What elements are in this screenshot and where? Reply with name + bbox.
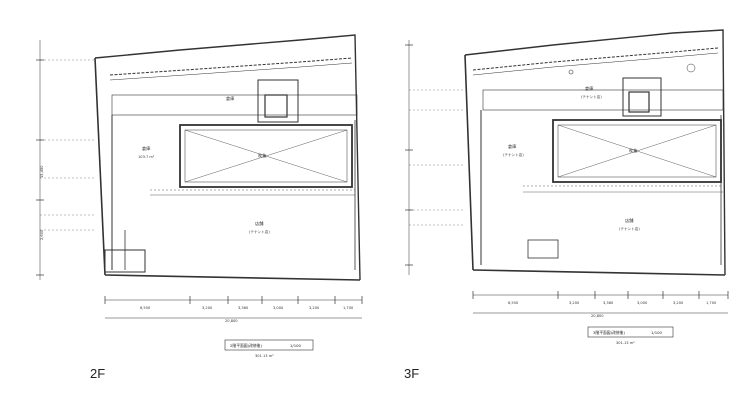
dimension-bottom: 6,550 [508,301,519,305]
plan-scale: 1/100 [651,330,663,335]
dimension-bottom: 3,200 [673,301,684,305]
plan-area: 301.13 m² [255,354,274,358]
floor-label-2f: 2F [90,366,106,381]
dimension-left: 2,600 [40,229,44,240]
room-label: 倉庫 [142,145,150,152]
dimension-bottom: 3,200 [309,306,320,310]
floor-label-3f: 3F [404,366,420,381]
room-label: 店舗 [625,217,633,224]
room-label: 倉庫 [226,95,234,102]
dimension-bottom: 3,200 [202,306,213,310]
plan-area: 301.13 m² [616,341,635,345]
room-note: (テナント店) [503,152,524,157]
dimension-bottom: 3,200 [569,301,580,305]
room-label: 吹抜 [629,147,638,154]
plan-scale: 1/100 [290,343,302,348]
dimension-bottom: 6,550 [140,306,151,310]
room-note: (テナント店) [581,94,602,99]
room-note: (テナント店) [619,226,640,231]
dimension-left-total: 15,450 [40,165,44,178]
room-label: 倉庫 [508,143,516,150]
dimension-total: 20,800 [591,314,604,318]
dimension-bottom: 3,360 [238,306,249,310]
dimension-bottom: 3,000 [637,301,648,305]
dimension-bottom: 1,700 [706,301,717,305]
room-note: (テナント店) [249,229,270,234]
floor-plan-3f-drawing: 倉庫 (テナント店) 倉庫 (テナント店) 店舗 (テナント店) 吹抜 6,55… [405,29,729,345]
dimension-bottom: 3,000 [273,306,284,310]
dimension-bottom: 3,360 [603,301,614,305]
floor-plan-3f: 倉庫 (テナント店) 倉庫 (テナント店) 店舗 (テナント店) 吹抜 6,55… [373,0,746,404]
floor-plan-2f: 倉庫 103.7 m² 倉庫 店舗 (テナント店) 吹抜 15,450 2,60… [36,34,363,358]
room-label: 吹抜 [258,152,267,159]
dimension-bottom: 1,700 [343,306,354,310]
plan-title: 3階平面図(改修後) [593,330,625,335]
room-label: 店舗 [255,220,263,227]
dimension-total: 20,800 [225,319,238,323]
room-label: 倉庫 [585,85,593,92]
floor-plan-2f-drawing: 倉庫 103.7 m² 倉庫 店舗 (テナント店) 吹抜 15,450 2,60… [36,34,363,358]
plan-title: 2階平面図(改修後) [230,343,262,348]
room-note: 103.7 m² [138,155,155,159]
